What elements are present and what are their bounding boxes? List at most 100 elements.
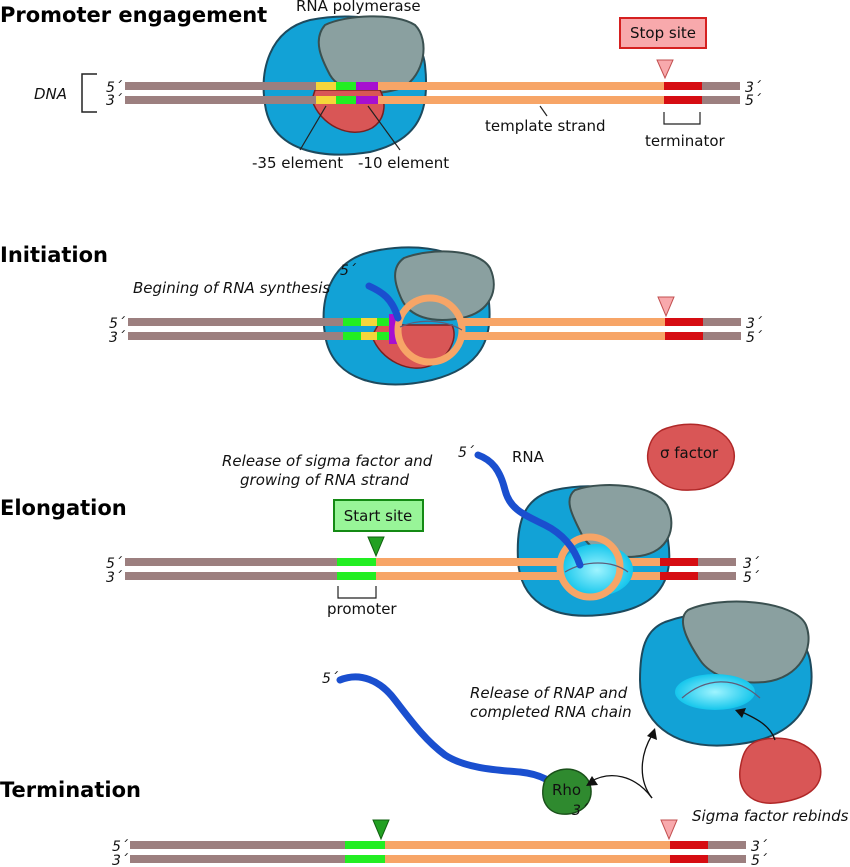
p2-top-left-end: 5´ — [109, 316, 126, 332]
minus10-label: -10 element — [358, 154, 449, 172]
p3-bottom-left-end: 3´ — [106, 570, 123, 586]
dna-top-upstream — [125, 82, 320, 90]
dna-top-transcribed — [378, 82, 664, 90]
p4-bottom-left-end: 3´ — [112, 853, 129, 867]
minus35-top — [361, 318, 377, 326]
minus35-label: -35 element — [252, 154, 343, 172]
sigma-label: σ factor — [660, 444, 719, 462]
p1-top-right-end: 3´ — [745, 80, 762, 96]
stop-site-marker-icon — [657, 296, 675, 318]
panel-elongation: Elongation Release of sigma factor and g… — [0, 423, 760, 618]
terminator-bracket — [663, 112, 701, 125]
rna-dna-hybrid — [564, 562, 629, 573]
terminator-top — [665, 318, 703, 326]
p3-bottom-right-end: 5´ — [743, 570, 760, 586]
terminator-top — [660, 558, 698, 566]
release-line1: Release of sigma factor and — [222, 452, 433, 470]
initiation-title: Initiation — [0, 243, 108, 267]
promoter-bottom — [337, 572, 376, 580]
start-site-box — [333, 499, 424, 532]
p3-top-right-end: 3´ — [743, 556, 760, 572]
free-sigma-factor — [646, 423, 736, 491]
release-rnap-line2: completed RNA chain — [470, 703, 632, 721]
p1-bottom-left-end: 3´ — [106, 93, 123, 109]
panel-promoter-engagement: Promoter engagement 5´ 3´ 3´ 5´ — [0, 0, 762, 172]
dna-bottom-downstream — [708, 855, 746, 863]
released-rna-polymerase — [638, 600, 813, 747]
dna-top-transcribed — [460, 318, 665, 326]
promoter-bottom — [343, 332, 361, 340]
dna-bottom-transcribed — [378, 96, 664, 104]
dna-bottom-downstream — [703, 332, 741, 340]
termination-title: Termination — [0, 778, 141, 802]
active-site-glow — [675, 674, 755, 710]
p4-top-left-end: 5´ — [112, 839, 129, 855]
dna-bracket — [81, 73, 97, 113]
terminator-bottom — [660, 572, 698, 580]
p2-bottom-right-end: 5´ — [746, 330, 763, 346]
dna-bottom-downstream — [698, 572, 736, 580]
dna-top-transcribed — [385, 841, 670, 849]
dna-1 — [125, 82, 740, 104]
dna-bottom-upstream — [128, 332, 343, 340]
promoter-engagement-title: Promoter engagement — [0, 3, 267, 27]
promoter-top — [337, 558, 376, 566]
release-rnap-line1: Release of RNAP and — [470, 684, 628, 702]
minus10-pointer — [367, 105, 401, 151]
dna-bottom-upstream — [125, 572, 337, 580]
dna-bottom-upstream — [125, 96, 320, 104]
stop-site-marker-icon — [656, 59, 674, 80]
start-site-marker-icon — [372, 819, 390, 841]
p4-rna-5-end: 5´ — [322, 671, 339, 687]
promoter-top — [345, 841, 385, 849]
stop-site-box — [619, 17, 707, 49]
template-pointer — [539, 105, 548, 117]
terminator-bottom — [670, 855, 708, 863]
terminator-top — [670, 841, 708, 849]
nascent-rna — [365, 282, 402, 322]
p3-top-left-end: 5´ — [106, 556, 123, 572]
rna-dna-hybrid — [399, 320, 463, 331]
dna-top-downstream — [708, 841, 746, 849]
rnap-label: RNA polymerase — [296, 0, 421, 15]
dna-top-upstream — [125, 558, 337, 566]
terminator-bottom — [664, 96, 702, 104]
dna-top-upstream — [130, 841, 345, 849]
rho-protein — [542, 768, 592, 815]
minus35-pointer — [299, 105, 327, 151]
p2-bottom-left-end: 3´ — [109, 330, 126, 346]
terminator-top — [664, 82, 702, 90]
dna-bottom-upstream — [130, 855, 345, 863]
start-site-label: Start site — [344, 507, 413, 525]
dna-top-downstream — [702, 82, 740, 90]
minus35-bottom — [316, 96, 336, 104]
minus35-bottom — [361, 332, 377, 340]
spacer-top — [336, 82, 356, 90]
stop-site-label: Stop site — [630, 24, 696, 42]
rho-label: Rho — [552, 781, 581, 799]
release-line2: growing of RNA strand — [240, 471, 410, 489]
p3-rna-5-end: 5´ — [458, 445, 475, 461]
growing-rna — [474, 451, 584, 569]
p1-top-left-end: 5´ — [106, 80, 123, 96]
empty-channel — [681, 681, 761, 699]
dna-top-upstream — [128, 318, 343, 326]
synthesis-label: Begining of RNA synthesis — [133, 279, 330, 297]
dna-bottom-transcribed — [385, 855, 670, 863]
dna-bottom-transcribed — [376, 572, 670, 580]
template-strand-label: template strand — [485, 117, 606, 135]
promoter-top — [343, 318, 361, 326]
sigma-rebind-arrow — [741, 711, 776, 741]
p4-bottom-right-end: 5´ — [751, 853, 768, 867]
p4-top-right-end: 3´ — [751, 839, 768, 855]
elongation-title: Elongation — [0, 496, 127, 520]
dna-label: DNA — [34, 85, 67, 103]
rna-label: RNA — [512, 448, 545, 466]
minus35-top — [316, 82, 336, 90]
dna-top-downstream — [703, 318, 741, 326]
rebinding-sigma-factor — [739, 737, 822, 804]
rnap-arrowhead-icon — [647, 728, 657, 740]
minus10-bottom — [356, 96, 378, 104]
panel-initiation: Initiation 5´ Begining o — [0, 243, 763, 386]
